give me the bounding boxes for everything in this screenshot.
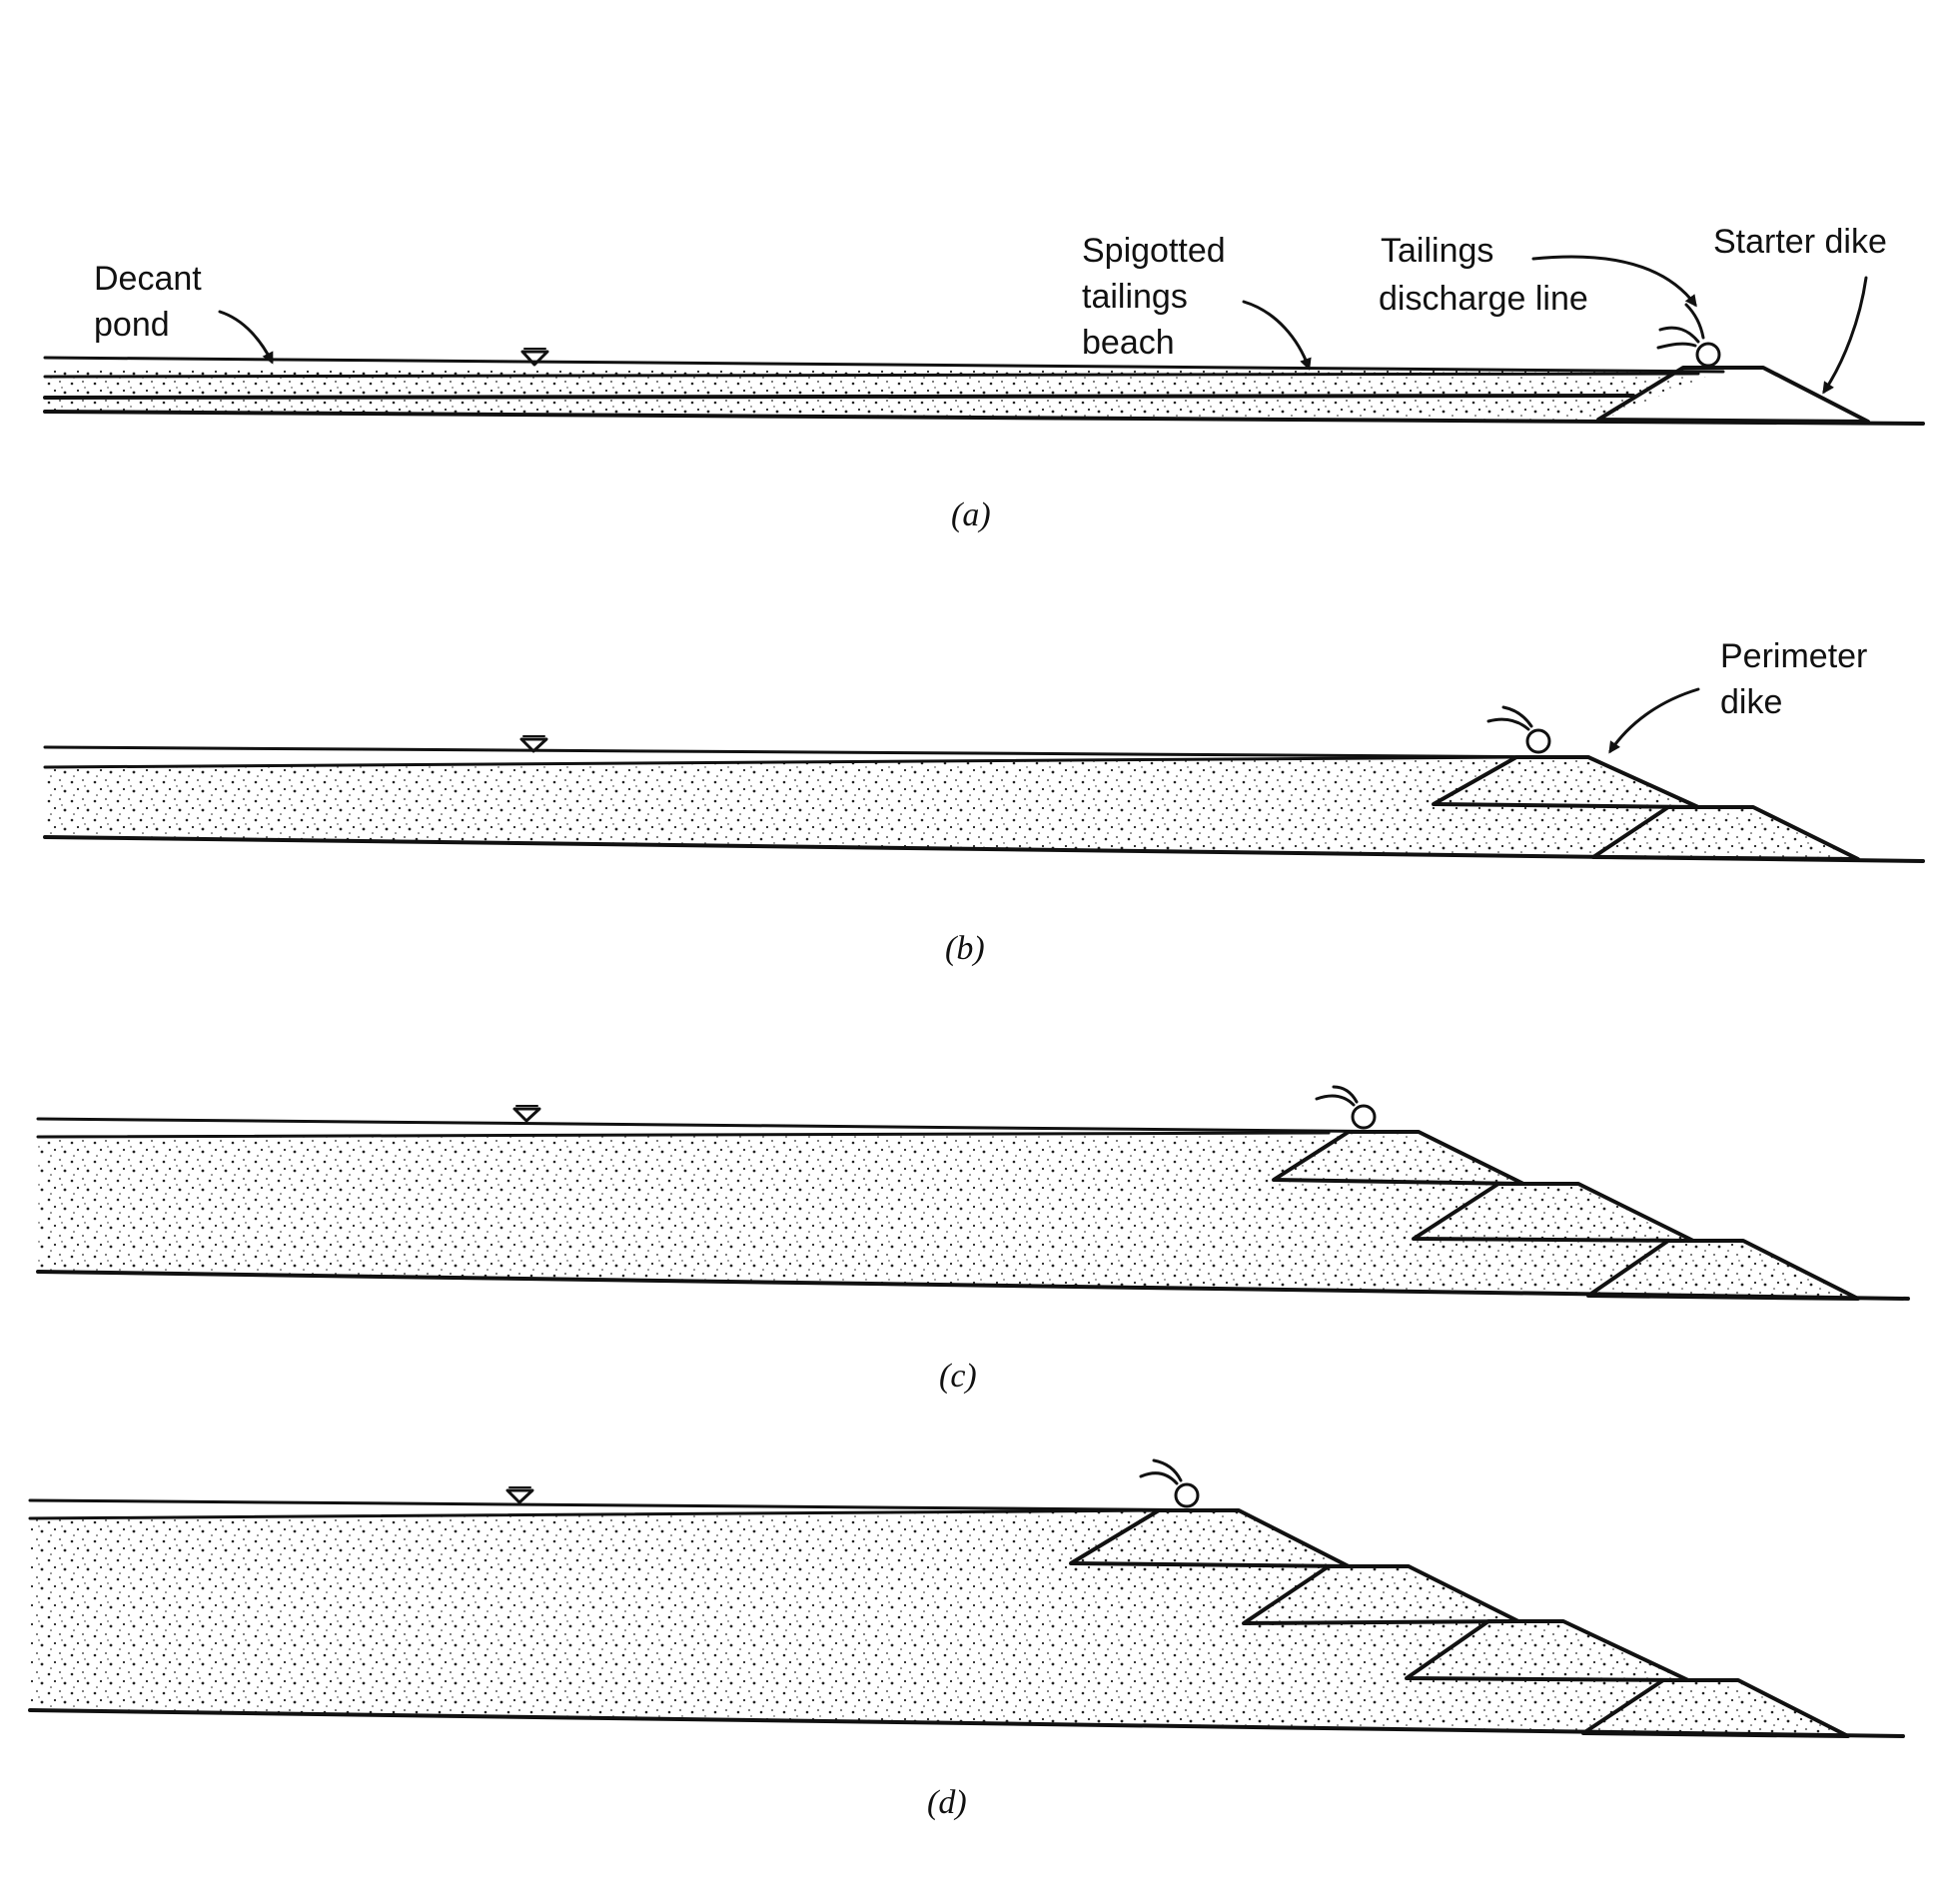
spigotted-beach-label-line1: Spigotted <box>1082 232 1226 270</box>
discharge-spray-a <box>1656 303 1705 350</box>
water-level-symbol-b <box>519 737 548 753</box>
discharge-spray-b <box>1486 705 1533 731</box>
starter-dike-arrow <box>1822 276 1868 395</box>
panel-c <box>36 1085 1910 1301</box>
discharge-pipe-c <box>1351 1104 1377 1130</box>
dike-d-4 <box>1069 1508 1351 1568</box>
caption-b: (b) <box>945 930 985 967</box>
dike-d-1 <box>1581 1678 1850 1738</box>
pond-surface-line-c <box>36 1117 1421 1134</box>
perimeter-dike <box>1432 755 1700 809</box>
water-level-symbol-d <box>505 1488 534 1504</box>
discharge-spray-c <box>1315 1085 1359 1107</box>
water-level-symbol-a <box>520 350 549 367</box>
decant-pond-label-line2: pond <box>94 306 170 344</box>
dike-c-2 <box>1412 1182 1695 1243</box>
pond-surface-line-d <box>28 1498 1241 1512</box>
spigotted-beach-arrow <box>1242 300 1312 371</box>
tailings-body-c <box>38 1132 1858 1299</box>
starter-dike-label: Starter dike <box>1713 223 1887 261</box>
water-level-symbol-c <box>512 1107 541 1123</box>
tailings-body-b <box>45 757 1858 859</box>
discharge-line-arrow <box>1531 255 1697 308</box>
discharge-line-label-line1: Tailings <box>1381 232 1493 270</box>
spigotted-beach-label-line2: tailings <box>1082 278 1188 316</box>
tailings-body-d <box>30 1510 1848 1736</box>
pond-surface-line-a <box>43 356 1725 374</box>
caption-d: (d) <box>927 1784 967 1821</box>
panel-b <box>43 705 1925 863</box>
perimeter-dike-label-line1: Perimeter <box>1720 637 1867 675</box>
discharge-pipe-a <box>1695 342 1721 368</box>
discharge-pipe-d <box>1174 1482 1200 1508</box>
layer-line-a <box>43 394 1635 400</box>
dike-d-2 <box>1405 1619 1690 1682</box>
panel-d <box>28 1458 1905 1738</box>
beach-surface-line-c <box>36 1131 1331 1139</box>
discharge-spray-d <box>1139 1458 1183 1485</box>
beach-surface-line-b <box>43 755 1520 769</box>
discharge-line-label-line2: discharge line <box>1379 280 1588 318</box>
beach-surface-line-a <box>43 372 1700 379</box>
pond-surface-line-b <box>43 745 1590 759</box>
starter-dike-b <box>1591 805 1860 861</box>
panel-a <box>43 303 1925 426</box>
caption-c: (c) <box>939 1358 977 1395</box>
perimeter-dike-label-line2: dike <box>1720 683 1782 721</box>
beach-surface-line-d <box>28 1508 1171 1520</box>
decant-pond-label-line1: Decant <box>94 260 202 298</box>
dike-c-1 <box>1586 1239 1860 1301</box>
discharge-pipe-b <box>1525 728 1551 754</box>
perimeter-dike-arrow <box>1608 687 1700 754</box>
spigotted-beach-label-line3: beach <box>1082 324 1175 362</box>
starter-dike <box>1596 366 1870 424</box>
dike-d-3 <box>1242 1564 1520 1625</box>
decant-pond-arrow <box>218 310 274 365</box>
caption-a: (a) <box>951 496 991 533</box>
dike-c-3 <box>1272 1130 1525 1186</box>
